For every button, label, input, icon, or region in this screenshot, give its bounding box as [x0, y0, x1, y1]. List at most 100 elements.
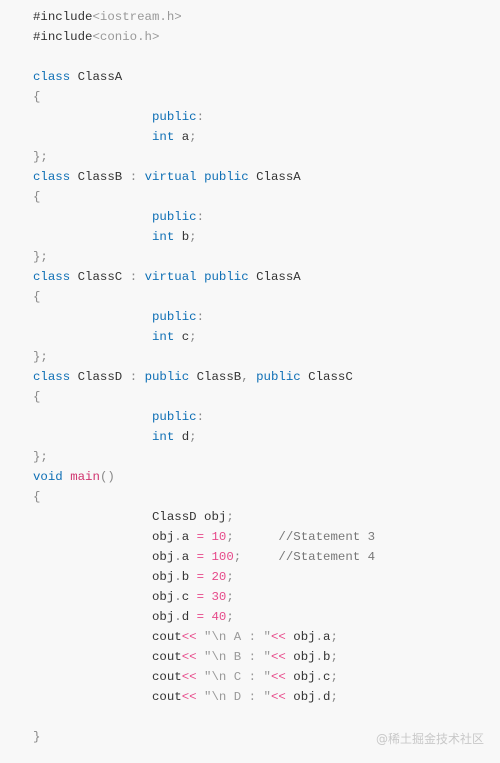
- code-token: public: [204, 270, 249, 284]
- code-token: public: [204, 170, 249, 184]
- code-token: .: [315, 630, 324, 644]
- code-token: class: [33, 270, 71, 284]
- code-token: b: [181, 570, 197, 584]
- code-token: .: [315, 690, 324, 704]
- code-token: [197, 690, 204, 704]
- code-token: ;: [226, 530, 234, 544]
- code-token: [234, 530, 279, 544]
- code-token: c: [174, 330, 190, 344]
- code-token: ;: [226, 570, 234, 584]
- code-line: void main(): [33, 467, 375, 487]
- code-line: class ClassB : virtual public ClassA: [33, 167, 375, 187]
- code-token: =: [196, 530, 205, 544]
- code-line: public:: [33, 307, 375, 327]
- code-token: //Statement 4: [278, 550, 376, 564]
- code-token: [137, 170, 144, 184]
- code-token: .: [315, 650, 324, 664]
- code-token: <<: [270, 690, 286, 704]
- code-token: <iostream.h>: [92, 10, 182, 24]
- code-token: ClassA: [248, 270, 301, 284]
- code-line: int c;: [33, 327, 375, 347]
- code-token: "\n C : ": [204, 670, 271, 684]
- code-token: [241, 550, 278, 564]
- code-token: d: [323, 690, 331, 704]
- code-token: cout: [33, 690, 182, 704]
- code-token: <<: [270, 650, 286, 664]
- code-line: class ClassC : virtual public ClassA: [33, 267, 375, 287]
- code-line: class ClassD : public ClassB, public Cla…: [33, 367, 375, 387]
- code-token: #include: [33, 30, 93, 44]
- code-token: "\n B : ": [204, 650, 271, 664]
- code-line: obj.a = 100; //Statement 4: [33, 547, 375, 567]
- code-token: <<: [181, 690, 197, 704]
- code-token: #include: [33, 10, 93, 24]
- code-token: obj: [33, 530, 175, 544]
- code-line: {: [33, 87, 375, 107]
- code-line: [33, 47, 375, 67]
- code-token: main: [70, 470, 100, 484]
- code-token: void: [33, 470, 63, 484]
- code-token: ClassA: [248, 170, 301, 184]
- code-token: .: [315, 670, 324, 684]
- code-token: int: [151, 130, 175, 144]
- code-token: [197, 630, 204, 644]
- code-line: cout<< "\n C : "<< obj.c;: [33, 667, 375, 687]
- code-token: public: [144, 370, 190, 384]
- code-token: obj: [33, 610, 175, 624]
- code-token: ClassB: [70, 170, 130, 184]
- code-token: <<: [270, 630, 286, 644]
- code-token: [33, 430, 152, 444]
- code-token: public: [256, 370, 301, 384]
- code-token: .: [174, 550, 182, 564]
- code-line: obj.b = 20;: [33, 567, 375, 587]
- code-token: obj: [33, 570, 175, 584]
- code-token: [137, 270, 144, 284]
- watermark-label: @稀土掘金技术社区: [375, 732, 484, 746]
- code-token: [33, 230, 152, 244]
- code-line: [33, 707, 375, 727]
- code-line: public:: [33, 207, 375, 227]
- code-token: :: [196, 110, 205, 124]
- code-token: <<: [181, 650, 197, 664]
- code-token: [197, 650, 204, 664]
- code-line: obj.d = 40;: [33, 607, 375, 627]
- code-token: a: [181, 550, 197, 564]
- code-line: ClassD obj;: [33, 507, 375, 527]
- code-token: ClassD obj: [33, 510, 227, 524]
- code-line: };: [33, 147, 375, 167]
- code-token: a: [323, 630, 331, 644]
- code-token: <<: [270, 670, 286, 684]
- code-token: :: [129, 370, 138, 384]
- code-token: {: [33, 390, 41, 404]
- code-token: ;: [226, 510, 234, 524]
- code-token: cout: [33, 670, 182, 684]
- code-token: d: [174, 430, 190, 444]
- code-token: int: [151, 430, 175, 444]
- code-token: b: [174, 230, 190, 244]
- code-token: ClassA: [70, 70, 123, 84]
- code-token: ClassC: [70, 270, 130, 284]
- code-token: [137, 370, 144, 384]
- code-token: :: [196, 410, 205, 424]
- code-line: cout<< "\n D : "<< obj.d;: [33, 687, 375, 707]
- code-token: [33, 410, 152, 424]
- code-token: ;: [330, 650, 338, 664]
- code-token: <conio.h>: [92, 30, 160, 44]
- code-token: [197, 270, 204, 284]
- code-token: public: [151, 110, 197, 124]
- code-line: int d;: [33, 427, 375, 447]
- code-line: public:: [33, 407, 375, 427]
- code-token: [33, 110, 152, 124]
- code-token: obj: [33, 590, 175, 604]
- code-token: <<: [181, 630, 197, 644]
- code-token: ClassB: [189, 370, 242, 384]
- code-token: virtual: [144, 270, 197, 284]
- code-token: d: [181, 610, 197, 624]
- code-token: ;: [330, 690, 338, 704]
- code-token: int: [151, 330, 175, 344]
- code-line: };: [33, 347, 375, 367]
- code-token: public: [151, 310, 197, 324]
- code-token: [33, 210, 152, 224]
- code-token: =: [196, 590, 205, 604]
- code-token: {: [33, 190, 41, 204]
